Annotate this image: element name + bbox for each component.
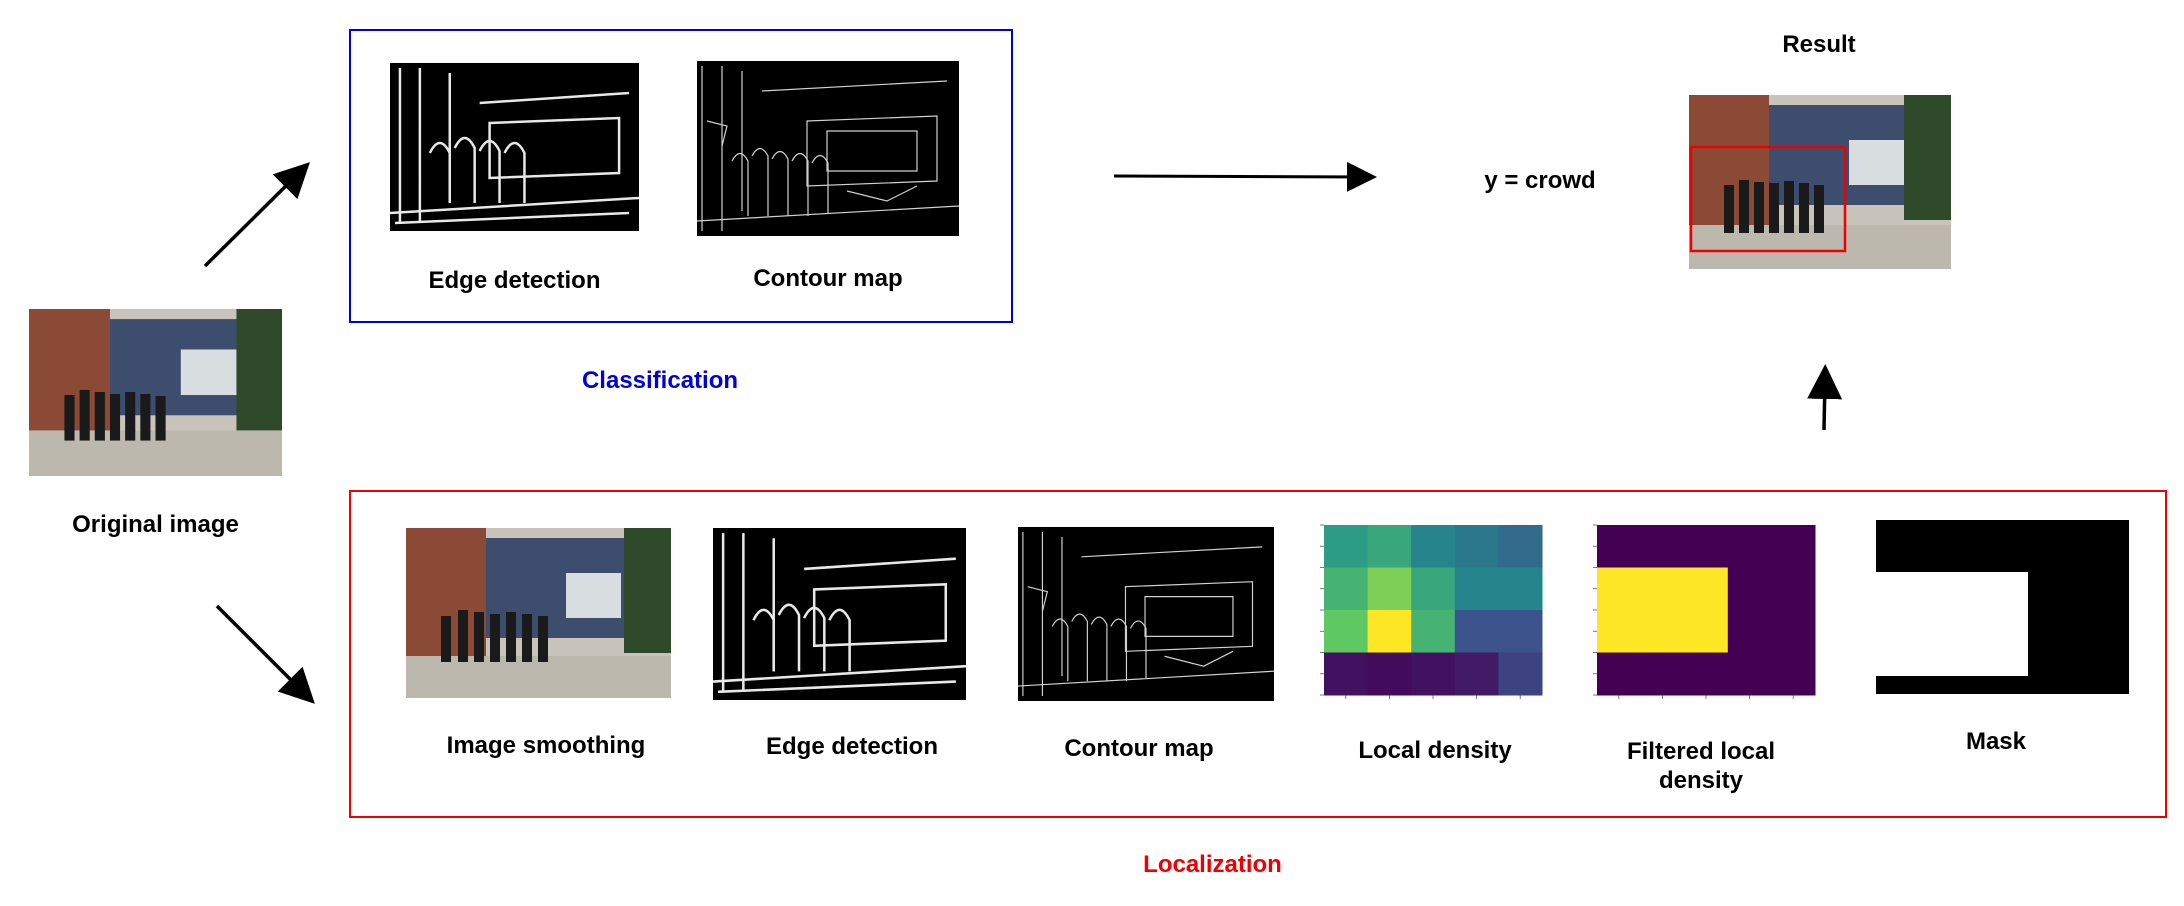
classification-title: Classification [581,367,739,394]
mask-image [1876,520,2129,694]
filtered-density-cell [1727,567,1772,611]
local-density-cell [1498,525,1543,568]
filtered-density-cell [1727,610,1772,653]
filtered-density-cell [1640,652,1685,696]
local-density-cell [1324,652,1369,696]
localization-contour-image [1018,527,1274,701]
filtered-density-cell [1640,525,1685,568]
local-density-cell [1454,652,1499,696]
classification-contour-image [697,61,959,236]
localization-title: Localization [1143,851,1282,878]
localization-smoothing-image [406,528,671,698]
local-density-cell [1498,610,1543,653]
localization-box [349,490,2167,818]
local-density-cell [1367,525,1412,568]
localization-step-label-5: Filtered local density [1626,738,1776,794]
mask-opening [1876,572,2028,676]
result-image [1689,95,1951,269]
local-density-cell [1454,610,1499,653]
local-density-cell [1367,610,1412,653]
local-density-cell [1367,652,1412,696]
local-density-cell [1367,567,1412,611]
original-image [29,309,282,476]
localization-step-label-3: Contour map [1064,735,1214,762]
local-density-cell [1498,567,1543,611]
local-density-cell [1498,652,1543,696]
local-density-heatmap [1310,521,1546,711]
filtered-density-cell [1597,525,1642,568]
filtered-density-cell [1640,610,1685,653]
localization-step-label-2: Edge detection [765,733,939,760]
localization-step-label-1: Image smoothing [446,732,646,759]
localization-step-label-4: Local density [1358,737,1512,764]
classification-box [349,29,1013,323]
filtered-density-cell [1597,652,1642,696]
classification-edge-image [390,63,639,231]
local-density-cell [1411,525,1456,568]
filtered-density-cell [1771,652,1816,696]
filtered-density-cell [1684,525,1729,568]
filtered-density-cell [1684,652,1729,696]
classification-step-label-1: Edge detection [428,267,601,294]
filtered-density-cell [1771,525,1816,568]
arrow-to-result [1807,364,1843,431]
original-image-label: Original image [72,511,239,538]
classification-step-label-2: Contour map [753,265,903,292]
filtered-density-cell [1771,567,1816,611]
classification-output: y = crowd [1484,167,1596,194]
filtered-density-heatmap [1583,521,1819,711]
local-density-cell [1324,610,1369,653]
filtered-density-cell [1597,567,1642,611]
filtered-density-cell [1771,610,1816,653]
local-density-cell [1411,610,1456,653]
local-density-cell [1411,567,1456,611]
local-density-cell [1454,567,1499,611]
filtered-density-cell [1727,652,1772,696]
local-density-cell [1324,525,1369,568]
filtered-density-cell [1684,610,1729,653]
arrow-to-output [1113,161,1377,192]
filtered-density-cell [1684,567,1729,611]
local-density-cell [1411,652,1456,696]
filtered-density-cell [1727,525,1772,568]
local-density-cell [1324,567,1369,611]
local-density-cell [1454,525,1499,568]
arrow-to-classification [203,162,310,268]
filtered-density-cell [1640,567,1685,611]
localization-step-label-6: Mask [1965,728,2027,755]
detection-box [1689,145,1847,253]
result-title: Result [1782,31,1856,58]
arrow-to-localization [215,604,315,704]
localization-edge-image [713,528,966,700]
filtered-density-cell [1597,610,1642,653]
